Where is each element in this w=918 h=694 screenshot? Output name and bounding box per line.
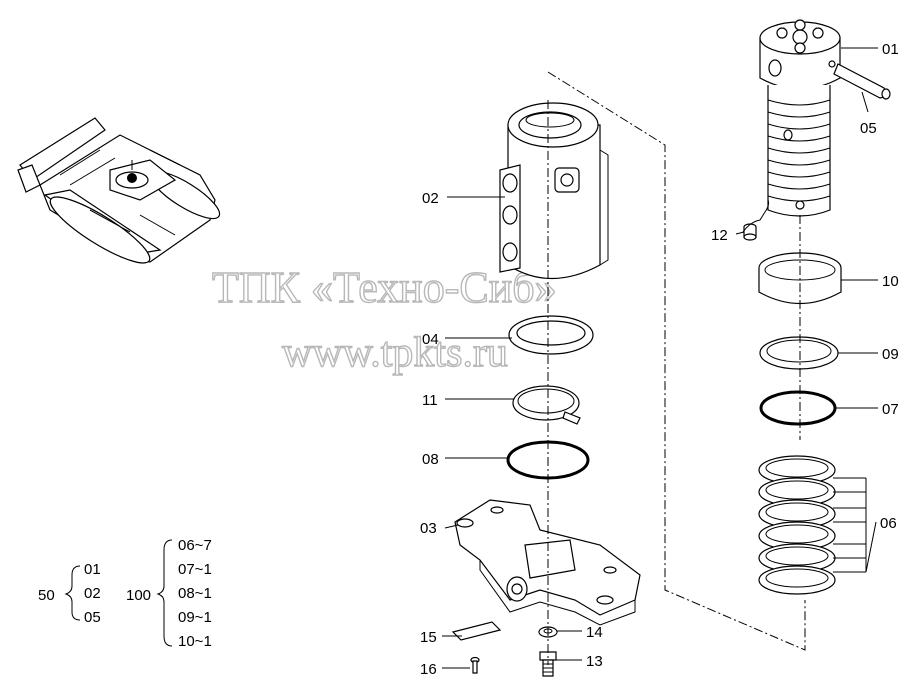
- part-15-name-plate: [451, 621, 502, 641]
- part-02-rotary-housing: [499, 102, 609, 279]
- callout-05: 05: [860, 120, 877, 137]
- callout-11: 11: [422, 392, 438, 409]
- kit-legend: 50 01 02 05 100 06~7 07~1 08~1 09~1 10~1: [38, 537, 212, 650]
- callout-13: 13: [586, 653, 603, 670]
- callout-04: 04: [422, 331, 439, 348]
- callout-08: 08: [422, 451, 439, 468]
- legend-group-100-item-3: 08~1: [178, 585, 212, 602]
- part-11-snap-ring: [512, 385, 581, 425]
- callout-10: 10: [882, 273, 899, 290]
- part-16-screw: [470, 656, 480, 674]
- watermark-site: www.tpkts.ru: [282, 330, 508, 376]
- callout-12: 12: [711, 227, 728, 244]
- callout-09: 09: [882, 346, 899, 363]
- excavator-thumbnail: [17, 117, 221, 264]
- callout-07: 07: [882, 401, 899, 418]
- part-07-o-ring: [759, 390, 837, 426]
- part-01-spindle: [759, 19, 841, 217]
- legend-group-100-item-5: 10~1: [178, 633, 212, 650]
- legend-group-100-item-1: 06~7: [178, 537, 212, 554]
- legend-group-50-item-1: 01: [84, 561, 101, 578]
- legend-group-50-item-3: 05: [84, 609, 101, 626]
- part-04-thrust-ring: [508, 315, 594, 355]
- callout-labels: 01 02 03 04 05 06 07 08 09 10 11 12 13 1…: [420, 41, 899, 678]
- callout-02: 02: [422, 190, 439, 207]
- legend-group-50-key: 50: [38, 587, 55, 604]
- callout-16: 16: [420, 661, 437, 678]
- legend-group-100-key: 100: [126, 587, 151, 604]
- legend-group-50-item-2: 02: [84, 585, 101, 602]
- part-03-mounting-bracket: [454, 499, 641, 626]
- part-12-plug: [743, 223, 757, 241]
- callout-01: 01: [882, 41, 899, 58]
- part-09-backup-ring: [759, 336, 839, 370]
- part-06-seal-stack: [758, 455, 836, 595]
- legend-group-100-item-2: 07~1: [178, 561, 212, 578]
- callout-03: 03: [420, 520, 437, 537]
- part-13-bolt: [539, 651, 557, 677]
- leader-lines: [442, 47, 878, 669]
- part-05-pin: [833, 63, 891, 100]
- callout-14: 14: [586, 624, 603, 641]
- callout-15: 15: [420, 629, 437, 646]
- callout-06: 06: [880, 515, 897, 532]
- legend-group-100-item-4: 09~1: [178, 609, 212, 626]
